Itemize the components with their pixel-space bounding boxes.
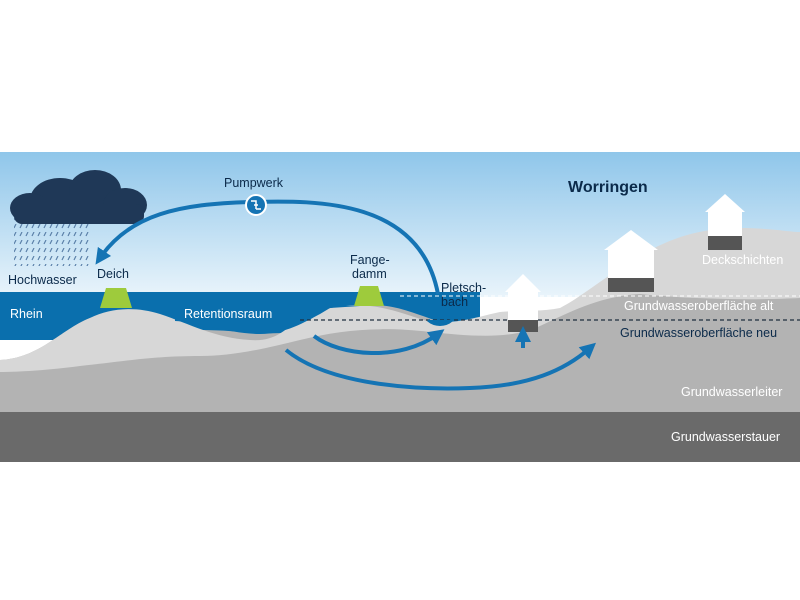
label-hochwasser: Hochwasser — [8, 273, 77, 287]
label-pletschbach-2: bach — [441, 295, 468, 309]
dike-fangedamm — [354, 286, 384, 306]
label-fangedamm-1: Fange- — [350, 253, 390, 267]
label-deich: Deich — [97, 267, 129, 281]
flow-arrow-short — [312, 329, 445, 355]
label-gw-alt: Grundwasseroberfläche alt — [624, 299, 774, 313]
label-deckschichten: Deckschichten — [702, 253, 783, 267]
house-icon — [604, 230, 658, 292]
pletschbach-stream — [427, 318, 453, 326]
label-pletschbach-1: Pletsch- — [441, 281, 486, 295]
label-fangedamm-2: damm — [352, 267, 387, 281]
flow-arrow-long — [284, 342, 597, 391]
diagram-title: Worringen — [568, 179, 648, 196]
retention-water — [175, 306, 372, 334]
pump-station-icon — [245, 194, 267, 216]
rain-cloud-icon — [10, 170, 147, 266]
cover-layer — [0, 228, 800, 372]
house-icon — [705, 194, 745, 250]
aquitard-layer — [0, 412, 800, 462]
label-pumpwerk: Pumpwerk — [224, 176, 284, 190]
label-grundwasserstauer: Grundwasserstauer — [671, 430, 780, 444]
label-rhein: Rhein — [10, 307, 43, 321]
label-retentionsraum: Retentionsraum — [184, 307, 272, 321]
label-grundwasserleiter: Grundwasserleiter — [681, 385, 782, 399]
dike-deich — [100, 288, 132, 308]
label-gw-neu: Grundwasseroberfläche neu — [620, 326, 777, 340]
